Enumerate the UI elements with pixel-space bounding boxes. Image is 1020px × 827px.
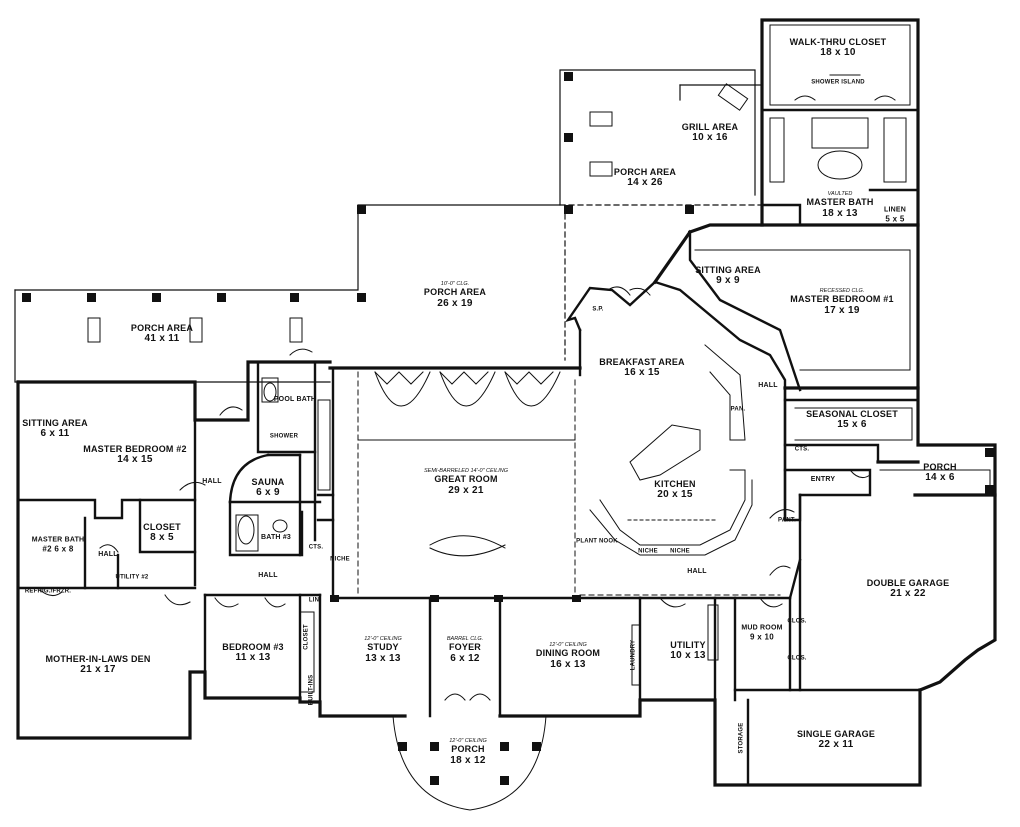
detail-lines bbox=[39, 24, 991, 811]
porch-columns bbox=[22, 72, 994, 785]
interior-walls bbox=[16, 108, 922, 787]
porch-outlines bbox=[14, 69, 761, 383]
exterior-walls bbox=[16, 18, 997, 787]
